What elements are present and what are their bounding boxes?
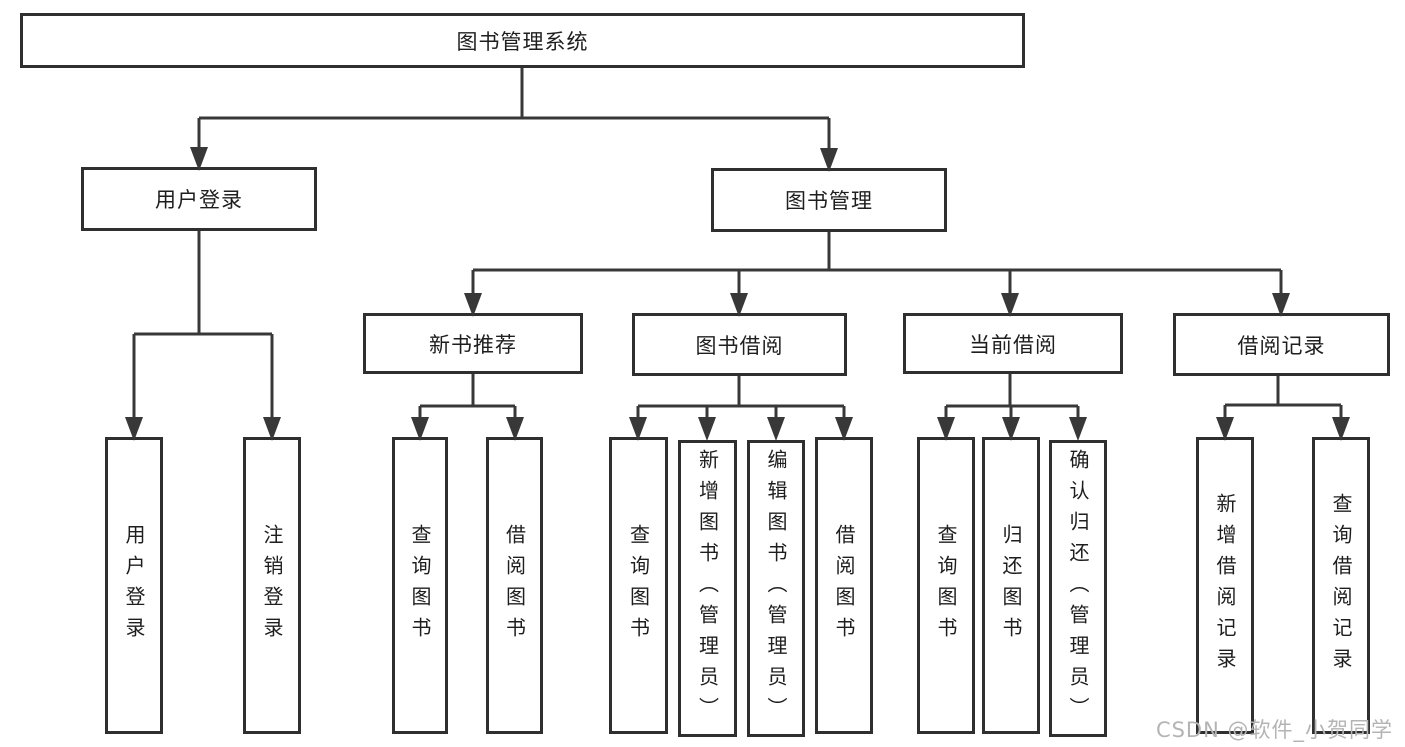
leaf-label: 借阅图书 bbox=[832, 523, 856, 648]
leaf-user-login: 用户登录 bbox=[105, 437, 163, 734]
leaf-label: 查询图书 bbox=[626, 523, 651, 648]
leaf-add-books-admin: 新增图书（管理员） bbox=[678, 440, 737, 737]
node-label: 图书借阅 bbox=[695, 333, 784, 358]
leaf-query-books-current: 查询图书 bbox=[917, 437, 975, 734]
node-book-management: 图书管理 bbox=[711, 168, 947, 232]
leaf-label: 编辑图书（管理员） bbox=[764, 449, 788, 728]
leaf-edit-books-admin: 编辑图书（管理员） bbox=[747, 440, 805, 737]
node-label: 借阅记录 bbox=[1237, 333, 1326, 358]
node-label: 图书管理系统 bbox=[456, 29, 589, 54]
leaf-label: 确认归还（管理员） bbox=[1066, 449, 1090, 728]
leaf-label: 新增图书（管理员） bbox=[695, 449, 720, 728]
leaf-confirm-return-admin: 确认归还（管理员） bbox=[1049, 440, 1107, 737]
node-label: 当前借阅 bbox=[969, 332, 1057, 357]
leaf-logout: 注销登录 bbox=[243, 437, 301, 734]
leaf-borrow-books-recommend: 借阅图书 bbox=[486, 437, 543, 734]
leaf-label: 用户登录 bbox=[122, 523, 146, 648]
leaf-query-books-recommend: 查询图书 bbox=[392, 437, 448, 734]
node-current-borrow: 当前借阅 bbox=[903, 313, 1123, 374]
leaf-query-books-borrow: 查询图书 bbox=[609, 437, 668, 734]
leaf-label: 查询图书 bbox=[934, 523, 958, 648]
node-new-book-recommend: 新书推荐 bbox=[363, 313, 583, 374]
leaf-label: 注销登录 bbox=[260, 523, 284, 648]
leaf-label: 归还图书 bbox=[999, 523, 1023, 648]
node-library-management-system: 图书管理系统 bbox=[20, 13, 1025, 68]
watermark: CSDN @软件_小贺同学 bbox=[1155, 718, 1393, 742]
leaf-label: 借阅图书 bbox=[502, 523, 527, 648]
leaf-borrow-books: 借阅图书 bbox=[815, 437, 873, 734]
node-label: 图书管理 bbox=[785, 189, 873, 213]
node-user-login: 用户登录 bbox=[81, 167, 317, 231]
node-label: 新书推荐 bbox=[429, 332, 517, 357]
node-book-borrow: 图书借阅 bbox=[632, 313, 847, 376]
leaf-return-books: 归还图书 bbox=[982, 437, 1040, 734]
leaf-label: 查询图书 bbox=[408, 523, 432, 648]
leaf-label: 新增借阅记录 bbox=[1213, 492, 1237, 679]
leaf-label: 查询借阅记录 bbox=[1329, 492, 1353, 679]
leaf-add-borrow-record: 新增借阅记录 bbox=[1196, 437, 1254, 734]
node-label: 用户登录 bbox=[155, 188, 243, 212]
node-borrow-records: 借阅记录 bbox=[1173, 313, 1390, 376]
leaf-query-borrow-record: 查询借阅记录 bbox=[1312, 437, 1370, 734]
